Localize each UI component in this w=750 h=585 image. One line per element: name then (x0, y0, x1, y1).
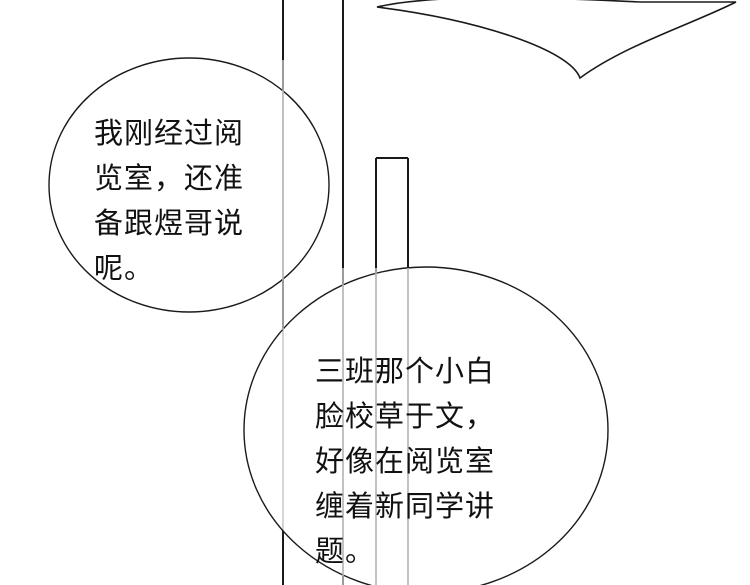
bubble-2-line-3: 好像在阅览室 (315, 444, 496, 478)
bubble-1-line-3: 备跟煜哥说 (94, 206, 245, 240)
bubble-1-line-4: 呢。 (94, 251, 155, 285)
curved-shape-top-right (376, 0, 737, 80)
bubble-1-line-2: 览室，还准 (94, 161, 245, 195)
bubble-2-line-2: 脸校草于文， (315, 399, 496, 433)
speech-bubble-1 (48, 57, 330, 313)
bubble-1-line-1: 我刚经过阅 (94, 116, 245, 150)
bubble-2-line-4: 缠着新同学讲 (315, 489, 496, 523)
bubble-2-line-1: 三班那个小白 (315, 354, 496, 388)
bubble-2-line-5: 题。 (315, 534, 376, 568)
speech-bubble-2 (243, 266, 609, 585)
speech-bubble-2-text: 三班那个小白 脸校草于文， 好像在阅览室 缠着新同学讲 题。 (315, 349, 495, 574)
speech-bubble-1-text: 我刚经过阅 览室，还准 备跟煜哥说 呢。 (94, 111, 244, 291)
